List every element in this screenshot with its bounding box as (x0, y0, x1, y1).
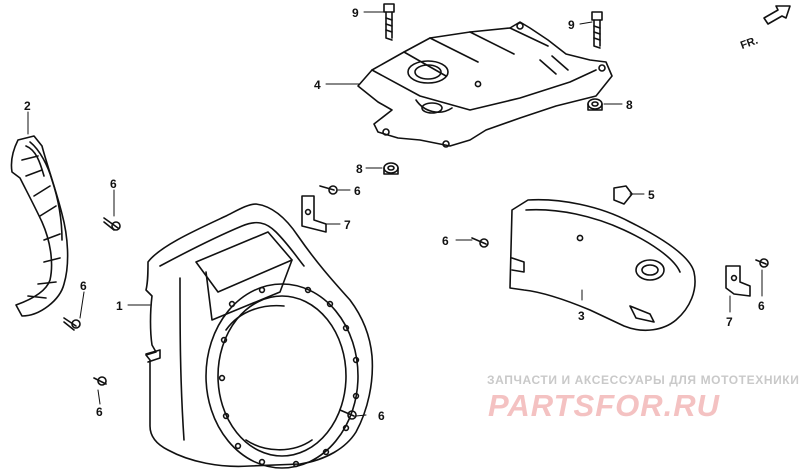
part-7-bracket-left (301, 195, 327, 233)
callout-6: 6 (442, 234, 449, 248)
part-1-fan-cover (145, 203, 374, 469)
callout-6: 6 (96, 405, 103, 419)
callout-7: 7 (344, 218, 351, 232)
part-8-nut-right (587, 98, 603, 111)
callout-6: 6 (80, 279, 87, 293)
part-3-side-cover (509, 198, 696, 332)
callout-labels: 2 6 6 1 6 6 4 9 9 8 8 6 7 5 6 3 7 6 FR. (24, 6, 765, 423)
part-9-bolt-right (591, 11, 603, 49)
callout-4: 4 (314, 78, 321, 92)
callout-6: 6 (110, 177, 117, 191)
callout-1: 1 (116, 299, 123, 313)
callout-9: 9 (352, 6, 359, 20)
callout-6: 6 (378, 409, 385, 423)
part-6-screw-e (471, 237, 489, 248)
part-6-screw-d (319, 185, 338, 195)
watermark-tagline: ЗАПЧАСТИ И АКСЕССУАРЫ ДЛЯ МОТОТЕХНИКИ (487, 373, 800, 387)
part-6-screw-f (339, 409, 357, 420)
callout-6: 6 (758, 299, 765, 313)
part-6-screw-g (755, 258, 769, 268)
part-2-guide (10, 135, 69, 317)
callout-2: 2 (24, 99, 31, 113)
front-indicator-label: FR. (739, 35, 760, 52)
part-9-bolt-left (383, 3, 395, 41)
part-7-bracket-right (725, 265, 751, 297)
callout-9: 9 (568, 18, 575, 32)
front-arrow-icon (763, 5, 791, 25)
callout-6: 6 (354, 184, 361, 198)
part-6-screw-a (103, 217, 121, 231)
part-4-top-plate (357, 21, 613, 148)
leader-lines (27, 11, 763, 417)
callout-7: 7 (726, 315, 733, 329)
callout-5: 5 (648, 188, 655, 202)
callout-8: 8 (626, 98, 633, 112)
callout-3: 3 (578, 309, 585, 323)
watermark-logo: PARTSFOR.RU (488, 388, 721, 423)
part-5-clip (613, 185, 633, 205)
part-6-screw-b (63, 317, 81, 331)
part-6-screw-c (93, 376, 107, 386)
callout-8: 8 (356, 162, 363, 176)
part-8-nut-center (383, 162, 399, 175)
